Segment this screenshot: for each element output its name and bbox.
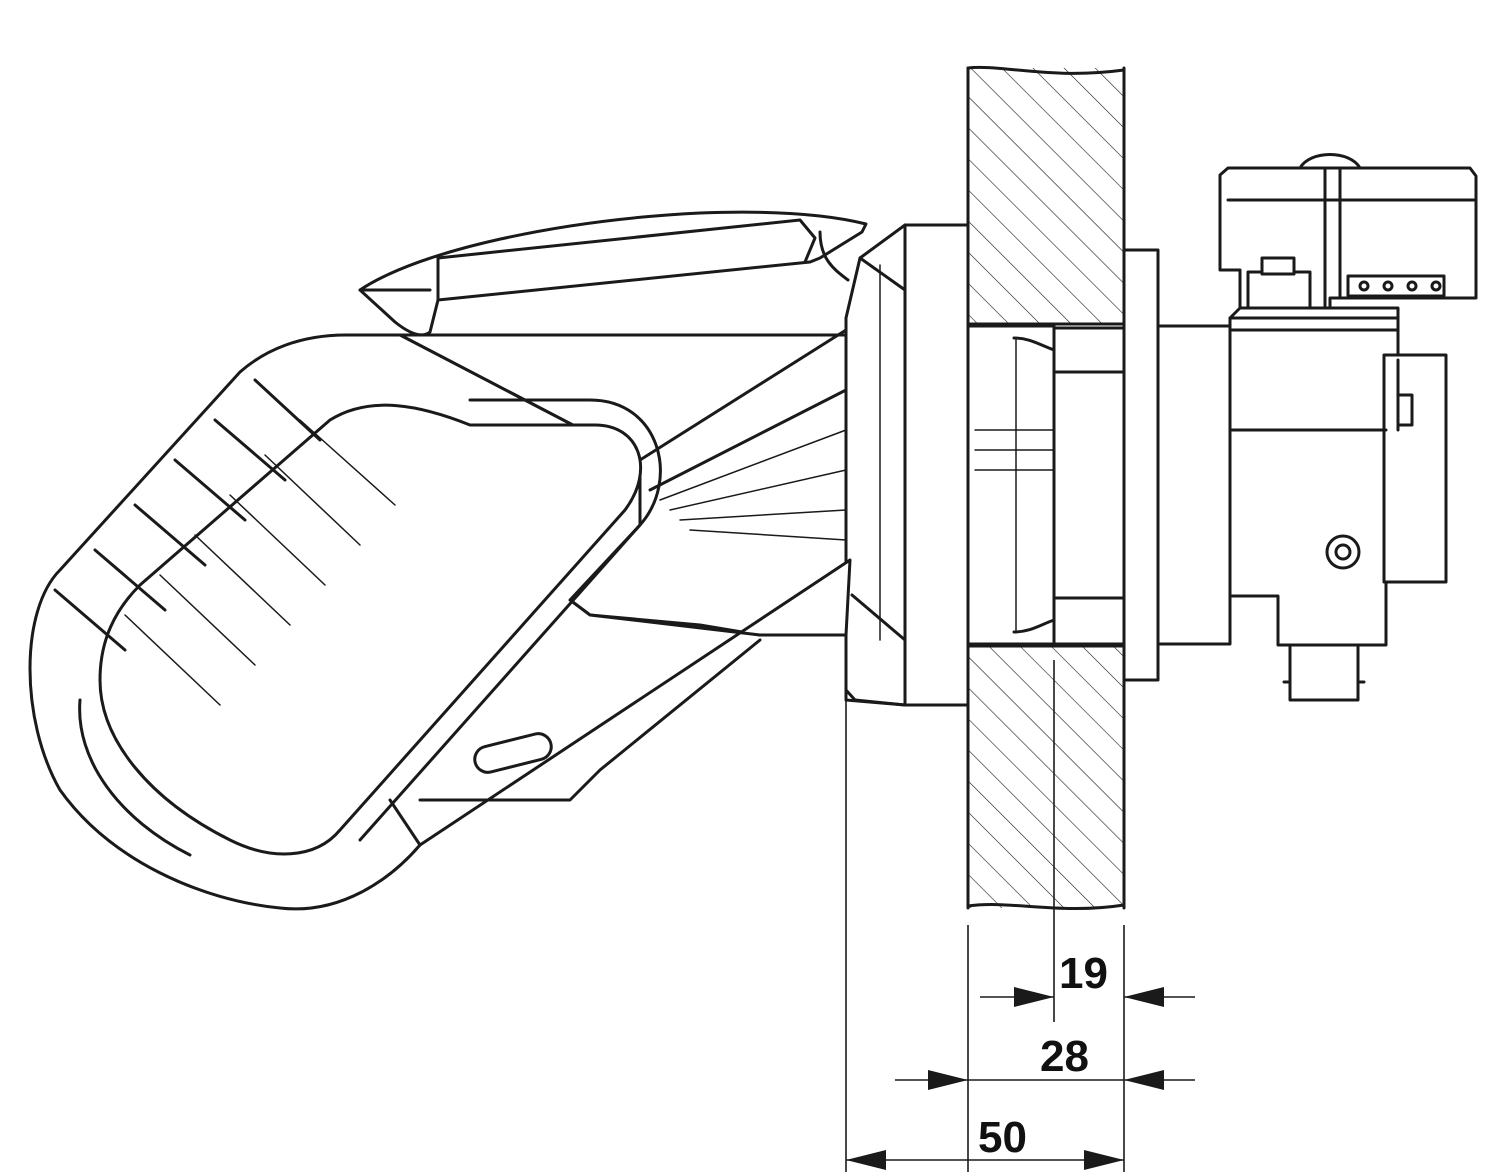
inner-sleeve: [966, 324, 1126, 646]
dimension-lines: 19 28 50: [845, 640, 1195, 1172]
dimension-19-label: 19: [1059, 949, 1108, 998]
latch-lever: [358, 210, 868, 337]
dimension-28-label: 28: [1040, 1032, 1089, 1081]
mounting-wall: [966, 65, 1126, 910]
dimension-50-label: 50: [978, 1113, 1027, 1162]
connector-handle: [28, 333, 907, 911]
rear-shaft: [1156, 324, 1232, 646]
dimension-19: 19: [980, 949, 1195, 1007]
rear-housing: [1228, 316, 1448, 702]
dimension-28: 28: [895, 1032, 1195, 1090]
mounting-flange: [844, 223, 970, 707]
control-module: [1218, 153, 1478, 320]
back-nut: [1122, 248, 1160, 682]
dimension-50: 50: [846, 1113, 1124, 1170]
